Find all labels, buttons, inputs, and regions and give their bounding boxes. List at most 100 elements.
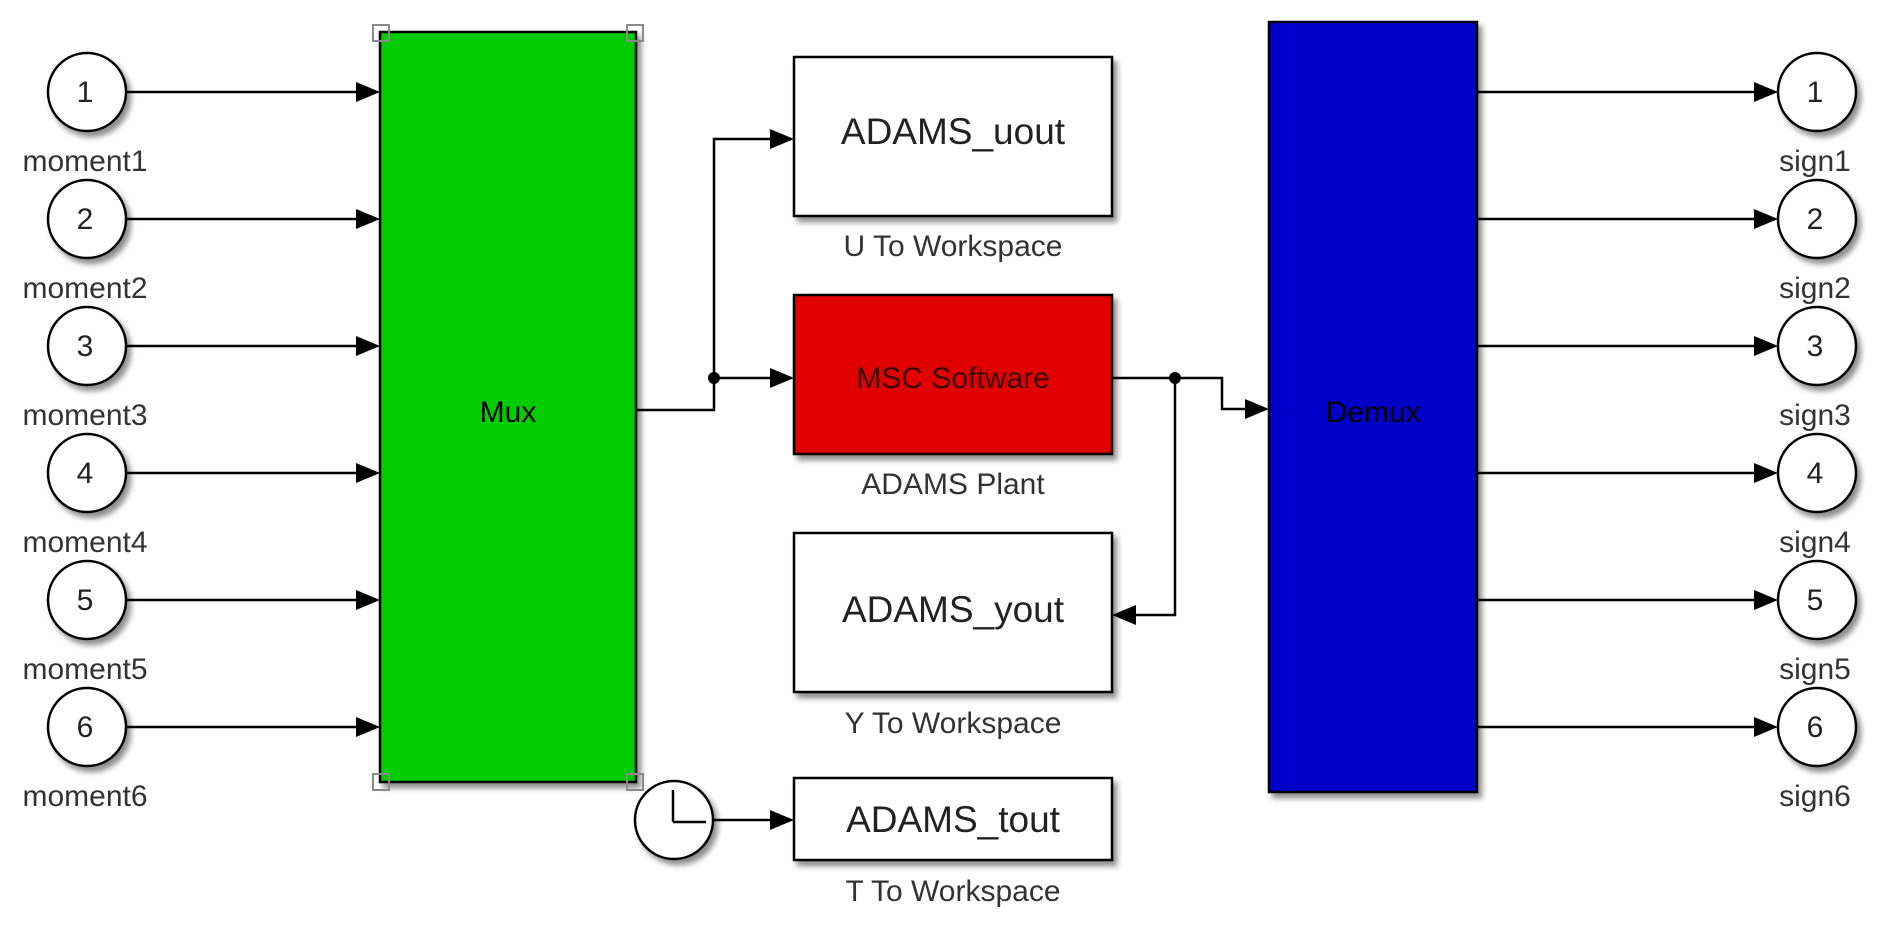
outport-label[interactable]: sign5 (1779, 653, 1851, 686)
arrow-outport-1 (1754, 82, 1778, 102)
outport-3[interactable]: 3 sign3 (1776, 305, 1858, 432)
outport-body[interactable] (1776, 559, 1858, 641)
adams-plant-text: MSC Software (856, 362, 1049, 395)
outport-1[interactable]: 1 sign1 (1776, 51, 1858, 178)
outport-body[interactable] (1776, 51, 1858, 133)
inport-2[interactable]: 2 moment2 (22, 178, 148, 305)
inport-number: 5 (77, 584, 94, 617)
arrow-u-workspace (770, 129, 794, 149)
wire-plant-out[interactable] (1112, 376, 1249, 411)
arrow-outport-3 (1754, 336, 1778, 356)
inport-3[interactable]: 3 moment3 (22, 305, 148, 432)
inport-body[interactable] (46, 178, 128, 260)
demux-block[interactable]: Demux (1267, 20, 1479, 794)
outport-2[interactable]: 2 sign2 (1776, 178, 1858, 305)
inport-body[interactable] (46, 559, 128, 641)
adams-plant-label[interactable]: ADAMS Plant (861, 468, 1045, 501)
demux-text: Demux (1325, 396, 1420, 429)
demux-body[interactable] (1267, 20, 1479, 794)
outport-body[interactable] (1776, 305, 1858, 387)
junction-mux-branch (708, 372, 720, 384)
t-to-workspace-variable: ADAMS_tout (846, 799, 1061, 840)
outport-body[interactable] (1776, 178, 1858, 260)
inport-5[interactable]: 5 moment5 (22, 559, 148, 686)
inport-number: 4 (77, 457, 94, 490)
inport-body[interactable] (46, 686, 128, 768)
outport-label[interactable]: sign3 (1779, 399, 1851, 432)
outport-number: 3 (1807, 330, 1824, 363)
outport-body[interactable] (1776, 432, 1858, 514)
clock-block[interactable] (633, 779, 715, 861)
inport-number: 2 (77, 203, 94, 236)
arrow-plant (770, 368, 794, 388)
outport-number: 6 (1807, 711, 1824, 744)
arrow-mux-input-4 (356, 463, 380, 483)
inport-label[interactable]: moment1 (22, 145, 147, 178)
inport-blocks: 1 moment1 2 moment2 3 moment3 4 moment4 5 moment5… (22, 51, 148, 813)
outport-wires (1477, 82, 1778, 737)
y-to-workspace-label[interactable]: Y To Workspace (845, 707, 1062, 740)
outport-body[interactable] (1776, 686, 1858, 768)
arrow-outport-6 (1754, 717, 1778, 737)
inport-number: 6 (77, 711, 94, 744)
outport-label[interactable]: sign2 (1779, 272, 1851, 305)
outport-number: 5 (1807, 584, 1824, 617)
outport-number: 4 (1807, 457, 1824, 490)
inport-number: 1 (77, 76, 94, 109)
inport-label[interactable]: moment5 (22, 653, 147, 686)
inport-label[interactable]: moment3 (22, 399, 147, 432)
outport-number: 2 (1807, 203, 1824, 236)
inport-body[interactable] (46, 432, 128, 514)
adams-plant-block[interactable]: MSC Software ADAMS Plant (792, 293, 1114, 501)
u-to-workspace-variable: ADAMS_uout (841, 111, 1066, 152)
y-to-workspace-body[interactable] (792, 531, 1114, 694)
wire-mux-out[interactable] (636, 378, 716, 412)
selection-handle-top-right[interactable] (626, 24, 644, 42)
u-to-workspace-body[interactable] (792, 55, 1114, 218)
arrow-outport-2 (1754, 209, 1778, 229)
mux-body[interactable] (378, 30, 638, 784)
selection-handle-bottom-right[interactable] (626, 773, 644, 791)
wire-to-u-workspace[interactable] (712, 137, 774, 378)
y-to-workspace-block[interactable]: ADAMS_yout Y To Workspace (792, 531, 1114, 740)
arrow-mux-input-6 (356, 717, 380, 737)
y-to-workspace-variable: ADAMS_yout (842, 589, 1065, 630)
inport-label[interactable]: moment4 (22, 526, 147, 559)
outport-4[interactable]: 4 sign4 (1776, 432, 1858, 559)
inport-body[interactable] (46, 51, 128, 133)
arrow-y-workspace (1112, 605, 1136, 625)
wire-to-y-workspace[interactable] (1132, 378, 1177, 617)
t-to-workspace-block[interactable]: ADAMS_tout T To Workspace (792, 776, 1114, 908)
inport-1[interactable]: 1 moment1 (22, 51, 148, 178)
clock-icon (671, 790, 706, 824)
inport-number: 3 (77, 330, 94, 363)
outport-label[interactable]: sign4 (1779, 526, 1851, 559)
mux-block[interactable]: Mux (372, 24, 644, 791)
outport-label[interactable]: sign6 (1779, 780, 1851, 813)
outport-6[interactable]: 6 sign6 (1776, 686, 1858, 813)
t-to-workspace-label[interactable]: T To Workspace (845, 875, 1060, 908)
mux-selection-handles[interactable] (372, 24, 644, 791)
inport-6[interactable]: 6 moment6 (22, 686, 148, 813)
inport-4[interactable]: 4 moment4 (22, 432, 148, 559)
t-to-workspace-body[interactable] (792, 776, 1114, 862)
adams-plant-body[interactable] (792, 293, 1114, 456)
outport-number: 1 (1807, 76, 1824, 109)
arrow-outport-4 (1754, 463, 1778, 483)
outport-label[interactable]: sign1 (1779, 145, 1851, 178)
arrow-demux (1245, 399, 1269, 419)
arrow-outport-5 (1754, 590, 1778, 610)
arrow-mux-input-1 (356, 82, 380, 102)
inport-body[interactable] (46, 305, 128, 387)
u-to-workspace-block[interactable]: ADAMS_uout U To Workspace (792, 55, 1114, 263)
outport-5[interactable]: 5 sign5 (1776, 559, 1858, 686)
signal-lines (636, 129, 1269, 830)
outport-blocks: 1 sign1 2 sign2 3 sign3 4 sign4 5 sign5 6 sign6 (1776, 51, 1858, 813)
selection-handle-bottom-left[interactable] (372, 773, 390, 791)
inport-label[interactable]: moment2 (22, 272, 147, 305)
arrow-mux-input-3 (356, 336, 380, 356)
inport-label[interactable]: moment6 (22, 780, 147, 813)
u-to-workspace-label[interactable]: U To Workspace (844, 230, 1063, 263)
selection-handle-top-left[interactable] (372, 24, 390, 42)
